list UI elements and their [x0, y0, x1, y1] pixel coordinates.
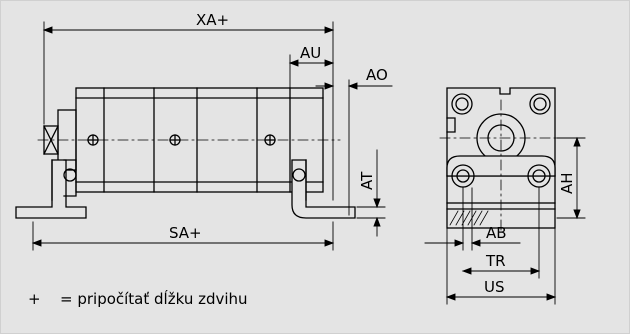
dim-label-tr: TR: [485, 252, 506, 270]
dim-label-at: AT: [358, 171, 376, 190]
footnote: + = pripočítať dĺžku zdvihu: [28, 290, 248, 308]
dim-label-sa: SA+: [169, 224, 202, 242]
front-dimensions: [424, 136, 586, 305]
dim-label-xa: XA+: [196, 11, 229, 29]
dim-label-us: US: [484, 278, 505, 296]
side-dimensions: [31, 21, 393, 251]
side-view: [15, 87, 356, 219]
footnote-symbol: +: [28, 290, 41, 308]
dim-label-au: AU: [300, 44, 321, 62]
dim-label-ab: AB: [486, 224, 507, 242]
dim-label-ao: AO: [366, 66, 388, 84]
dim-label-ah: AH: [558, 172, 576, 194]
left-foot: [15, 159, 87, 219]
front-view: [439, 87, 561, 233]
footnote-text: = pripočítať dĺžku zdvihu: [60, 290, 248, 308]
